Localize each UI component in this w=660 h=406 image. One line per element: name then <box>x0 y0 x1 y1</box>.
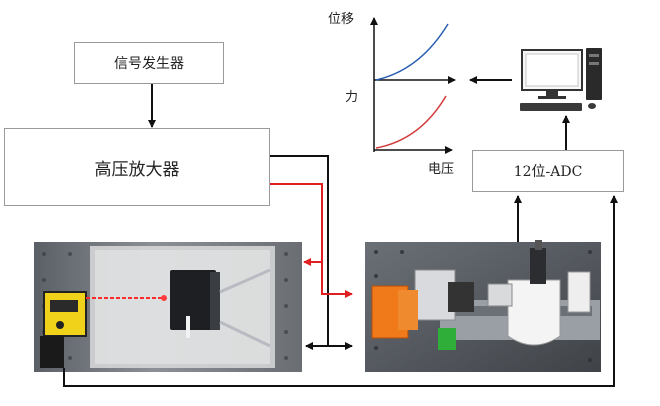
voltage-axis-label: 电压 <box>428 162 455 177</box>
signal-generator-box: 信号发生器 <box>74 42 224 84</box>
computer-icon <box>520 48 602 111</box>
actuator-photo <box>34 242 302 372</box>
force-sensor-photo <box>365 240 601 372</box>
red-wire-to-sensor <box>270 183 353 298</box>
adc-box: 12位-ADC <box>472 150 624 192</box>
displacement-curve <box>375 23 449 81</box>
hv-amplifier-label: 高压放大器 <box>94 159 180 180</box>
plot-axes <box>370 17 456 154</box>
laser-spot <box>161 295 167 301</box>
black-wire-to-sensor <box>270 155 353 350</box>
force-curve <box>375 95 447 149</box>
signal-generator-label: 信号发生器 <box>114 56 184 72</box>
force-axis-label: 力 <box>345 90 359 105</box>
adc-label: 12位-ADC <box>513 164 583 180</box>
hv-amplifier-box: 高压放大器 <box>4 128 270 206</box>
displacement-axis-label: 位移 <box>328 12 355 27</box>
arrow-laser-to-adc <box>63 195 618 387</box>
